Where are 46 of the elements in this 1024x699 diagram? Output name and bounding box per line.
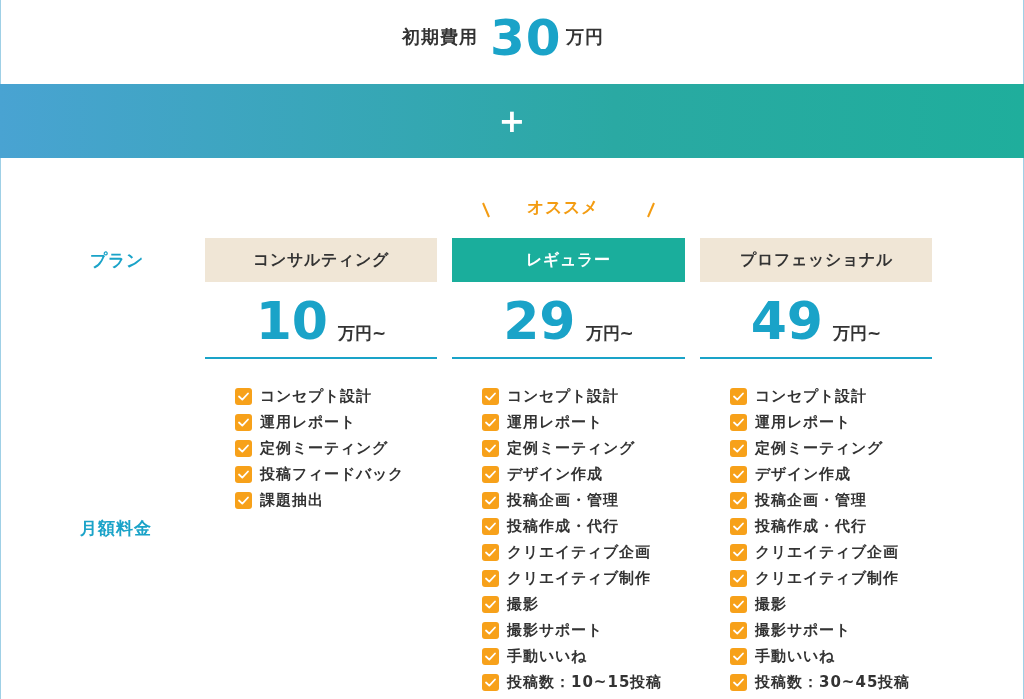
feature-text: 運用レポート bbox=[755, 412, 851, 432]
feature-text: 運用レポート bbox=[260, 412, 356, 432]
row-heading: 月額料金 bbox=[80, 518, 152, 539]
feature-text: 定例ミーティング bbox=[260, 438, 388, 458]
price-number: 10 bbox=[255, 290, 329, 353]
price-label: 初期費用 bbox=[402, 26, 478, 48]
plan-header: レギュラー bbox=[452, 238, 685, 282]
recommend-text: オススメ bbox=[527, 197, 599, 218]
feature-text: コンセプト設計 bbox=[260, 386, 372, 406]
feature-text: 撮影 bbox=[507, 594, 539, 614]
feature-text: 撮影サポート bbox=[507, 620, 603, 640]
feature-text: 手動いいね bbox=[755, 646, 835, 666]
feature-text: 撮影 bbox=[755, 594, 787, 614]
price-number: 30 bbox=[490, 8, 562, 68]
price-number: 29 bbox=[503, 290, 576, 353]
feature-text: デザイン作成 bbox=[507, 464, 603, 484]
feature-text: デザイン作成 bbox=[755, 464, 851, 484]
feature-text: クリエイティブ企画 bbox=[507, 542, 651, 562]
feature-text: 投稿作成・代行 bbox=[507, 516, 619, 536]
feature-text: 投稿企画・管理 bbox=[755, 490, 867, 510]
feature-text: 手動いいね bbox=[507, 646, 587, 666]
price-unit: 万円~ bbox=[833, 322, 882, 345]
feature-text: コンセプト設計 bbox=[755, 386, 867, 406]
feature-text: 課題抽出 bbox=[260, 490, 324, 510]
price-unit: 万円~ bbox=[338, 322, 387, 345]
feature-text: クリエイティブ企画 bbox=[755, 542, 899, 562]
feature-text: 撮影サポート bbox=[755, 620, 851, 640]
feature-text: 投稿数：30~45投稿 bbox=[755, 672, 911, 692]
feature-text: 投稿企画・管理 bbox=[507, 490, 619, 510]
price-unit: 万円~ bbox=[585, 322, 634, 345]
feature-text: 投稿数：10~15投稿 bbox=[507, 672, 663, 692]
price-number: 49 bbox=[750, 290, 824, 353]
banner-band bbox=[0, 84, 1024, 158]
feature-text: 運用レポート bbox=[507, 412, 603, 432]
feature-text: 投稿作成・代行 bbox=[755, 516, 867, 536]
plus-sign: + bbox=[498, 105, 526, 137]
feature-text: 投稿フィードバック bbox=[260, 464, 404, 484]
price-unit: 万円 bbox=[566, 26, 604, 48]
feature-text: 定例ミーティング bbox=[507, 438, 635, 458]
plan-header: コンサルティング bbox=[205, 238, 437, 282]
feature-text: 定例ミーティング bbox=[755, 438, 883, 458]
feature-text: クリエイティブ制作 bbox=[507, 568, 651, 588]
plan-header: プロフェッショナル bbox=[700, 238, 932, 282]
row-heading: プラン bbox=[90, 250, 144, 271]
feature-text: クリエイティブ制作 bbox=[755, 568, 899, 588]
feature-text: コンセプト設計 bbox=[507, 386, 619, 406]
